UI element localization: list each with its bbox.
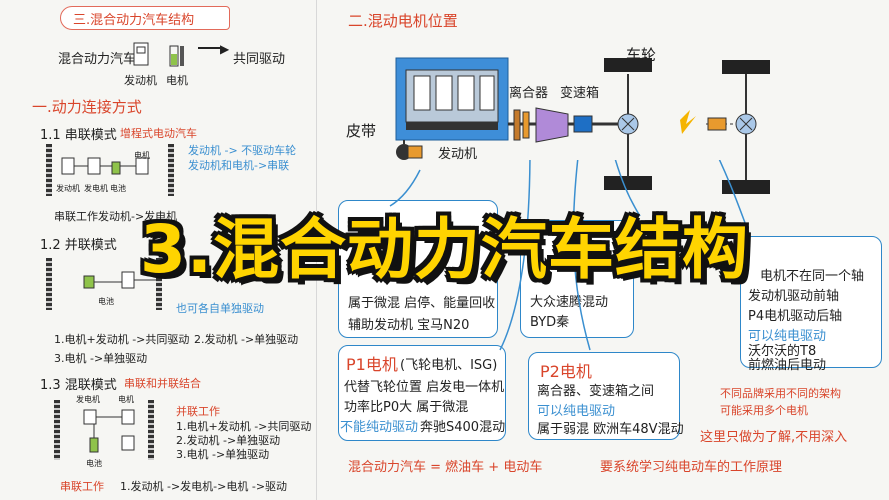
section-title-tag: 三.混合动力汽车结构 xyxy=(60,6,230,30)
parallel-line2: 2.发动机 ->单独驱动 xyxy=(194,333,299,346)
mixed-p3: 3.电机 ->单独驱动 xyxy=(176,448,270,461)
formula-tail: 要系统学习纯电动车的工作原理 xyxy=(600,460,783,475)
mixed-diagram xyxy=(83,409,135,453)
mixed-gen-label: 发电机 xyxy=(76,395,100,404)
engine-label: 发动机 xyxy=(124,74,157,87)
p1-box xyxy=(338,345,506,441)
belt-label: 皮带 xyxy=(346,122,377,140)
mixed-motor-label: 电机 xyxy=(118,395,134,404)
arrow-line xyxy=(198,47,222,49)
p4-line3: P4电机驱动后轴 xyxy=(748,309,843,324)
p0-line2: 辅助发动机 宝马N20 xyxy=(348,318,470,333)
series-battery-label: 电池 xyxy=(110,184,126,193)
mixed-parallel-work: 并联工作 xyxy=(176,405,220,418)
p2-line3: 属于弱混 欧洲车48V混动 xyxy=(537,422,684,437)
p0-line1: 属于微混 启停、能量回收 xyxy=(348,296,496,311)
series-wheel-right xyxy=(168,144,174,196)
front-wheel-bottom xyxy=(604,176,652,190)
column-divider xyxy=(316,0,317,500)
note3: 这里只做为了解,不用深入 xyxy=(700,430,848,445)
formula: 混合动力汽车 = 燃油车 + 电动车 xyxy=(348,460,543,475)
engine-label-right: 发动机 xyxy=(438,147,478,162)
p1-line3: 不能纯动驱动 xyxy=(340,420,419,435)
series-engine-label: 发动机 xyxy=(56,184,80,193)
section1-title: 一.动力连接方式 xyxy=(32,98,142,116)
series-subtitle: 增程式电动汽车 xyxy=(120,127,197,140)
mixed-title: 1.3 混联模式 xyxy=(40,378,117,393)
engine-icon xyxy=(133,42,149,66)
series-note1: 发动机 -> 不驱动车轮 xyxy=(188,144,297,157)
parallel-line1: 1.电机+发动机 ->共同驱动 xyxy=(54,333,190,346)
note2: 可能采用多个电机 xyxy=(720,404,808,417)
parallel-title: 1.2 并联模式 xyxy=(40,238,117,253)
p1-paren: (飞轮电机、ISG) xyxy=(400,358,498,373)
front-wheel-top xyxy=(604,58,652,72)
p4-line1: 电机不在同一个轴 xyxy=(760,269,865,284)
series-gen-label: 发电机 xyxy=(84,184,108,193)
series-title: 1.1 串联模式 xyxy=(40,128,117,143)
p1-line2: 功率比P0大 属于微混 xyxy=(344,400,469,415)
gearbox-icon xyxy=(535,107,569,143)
p0-box xyxy=(338,200,498,338)
series-wheel-left xyxy=(46,144,52,196)
powertrain-diagram xyxy=(395,57,652,190)
engine-motor-icons xyxy=(133,42,184,67)
gearbox-label: 变速箱 xyxy=(560,86,600,101)
p1-line4: 奔驰S400混动 xyxy=(420,420,506,435)
p1-title: P1电机 xyxy=(346,355,398,374)
parallel-line3: 3.电机 ->单独驱动 xyxy=(54,352,148,365)
hybrid-label: 混合动力汽车 xyxy=(58,52,137,67)
p1-line1: 代替飞轮位置 启发电一体机 xyxy=(344,380,505,395)
p3-box xyxy=(520,220,634,338)
mixed-wheel-left xyxy=(54,400,60,460)
clutch-icon xyxy=(513,109,521,141)
mixed-series-work: 串联工作 xyxy=(60,480,104,493)
motor-label: 电机 xyxy=(166,74,188,87)
common-drive-label: 共同驱动 xyxy=(233,52,286,67)
p4-line4: 可以纯电驱动 xyxy=(748,329,827,344)
mixed-battery-label: 电池 xyxy=(86,459,102,468)
left-title: 三.混合动力汽车结构 xyxy=(73,13,195,28)
parallel-note: 也可各自单独驱动 xyxy=(176,302,264,315)
p2-line2: 可以纯电驱动 xyxy=(537,404,616,419)
p4-motor-icon xyxy=(707,117,727,131)
p3-line1: 大众速腾混动 xyxy=(530,295,609,310)
p4-line5: 沃尔沃的T8 xyxy=(748,344,817,359)
mixed-p1: 1.电机+发动机 ->共同驱动 xyxy=(176,420,312,433)
mixed-p2: 2.发动机 ->单独驱动 xyxy=(176,434,281,447)
parallel-diagram xyxy=(83,271,156,289)
connector-arrows xyxy=(389,160,751,351)
p0-motor-icon xyxy=(407,145,423,159)
battery-icon xyxy=(169,45,179,67)
parallel-battery-label: 电池 xyxy=(98,297,114,306)
mixed-wheel-right xyxy=(148,400,154,460)
lightning-icon xyxy=(680,110,696,134)
p4-box xyxy=(740,236,882,368)
p4-line2: 发动机驱动前轴 xyxy=(748,289,840,304)
arrow-head-icon: ▶ xyxy=(220,42,230,56)
series-motor-label: 电机 xyxy=(134,151,150,160)
rear-axle-diagram xyxy=(680,60,770,194)
series-note2: 发动机和电机->串联 xyxy=(188,159,290,172)
mixed-subtitle: 串联和并联结合 xyxy=(124,377,201,390)
p2-title: P2电机 xyxy=(540,362,592,381)
right-title: 二.混动电机位置 xyxy=(348,12,458,30)
p4-line6: 前燃油后电动 xyxy=(748,358,827,373)
clutch-label: 离合器 xyxy=(509,86,549,101)
overlay-title: 3.混合动力汽车结构 xyxy=(140,211,749,288)
parallel-wheel-right xyxy=(156,258,162,310)
parallel-wheel-left xyxy=(46,258,52,310)
mixed-s1: 1.发动机 ->发电机->电机 ->驱动 xyxy=(120,480,288,493)
p2-box xyxy=(528,352,680,440)
p2-line1: 离合器、变速箱之间 xyxy=(537,384,655,399)
p3-line2: BYD秦 xyxy=(530,315,570,330)
note1: 不同品牌采用不同的架构 xyxy=(720,387,841,400)
series-work: 串联工作发动机->发电机 xyxy=(54,210,178,223)
series-diagram xyxy=(61,157,149,175)
